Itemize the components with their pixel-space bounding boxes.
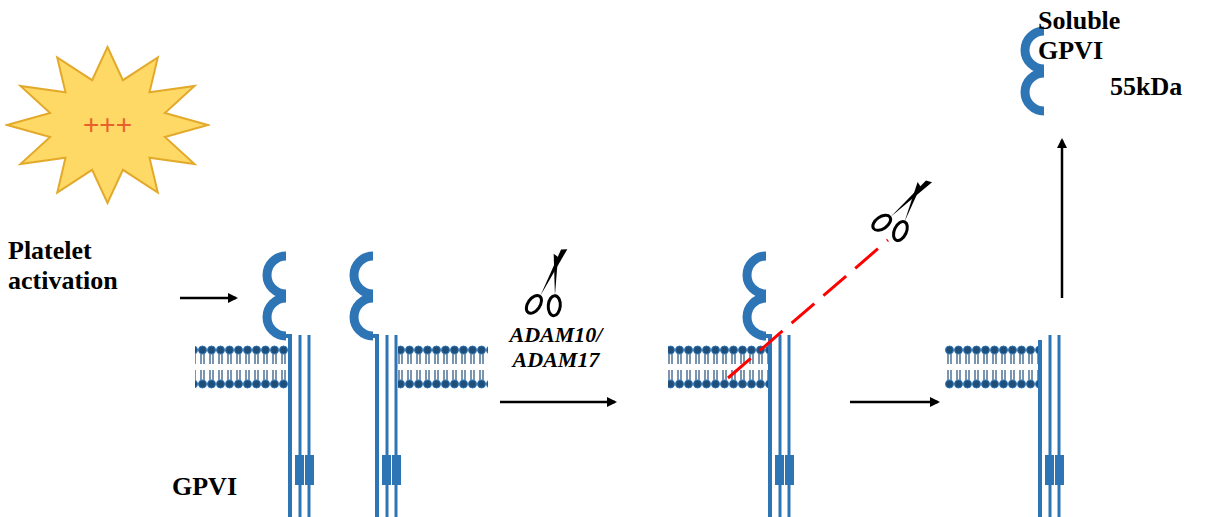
scissors-icon	[522, 242, 576, 322]
gpvi-stub	[1040, 335, 1064, 517]
activation-burst: +++	[5, 45, 210, 205]
cleavage-arrow	[500, 401, 615, 404]
receptor-label: GPVI	[172, 472, 262, 502]
membrane	[945, 345, 1040, 389]
membrane	[668, 345, 768, 389]
activation-arrow	[180, 297, 236, 300]
scissors-icon	[868, 167, 940, 248]
release-arrow	[1061, 140, 1064, 298]
product-label: Soluble GPVI	[1038, 6, 1153, 66]
gpvi-receptor	[747, 256, 794, 517]
process-arrow	[850, 401, 938, 404]
enzyme-label: ADAM10/ ADAM17	[500, 322, 612, 373]
stimulus-label: Platelet activation	[8, 236, 178, 296]
gpvi-receptor	[354, 256, 401, 517]
cleavage-line	[728, 240, 888, 378]
mass-label: 55kDa	[1110, 72, 1205, 102]
charge-symbol: +++	[5, 109, 210, 141]
membrane	[398, 345, 488, 389]
gpvi-receptor	[267, 256, 314, 517]
membrane	[195, 345, 290, 389]
